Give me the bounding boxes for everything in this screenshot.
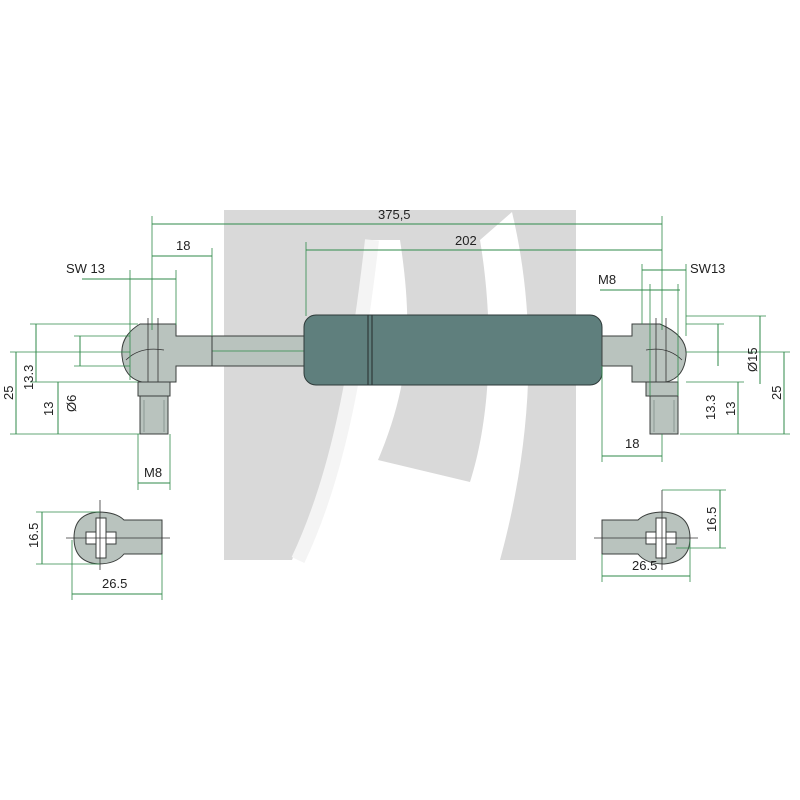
left-thread-label: M8 [144,465,162,480]
overall-length-label: 375,5 [378,207,411,222]
dimension-lines [10,216,790,600]
left-height-13-label: 13 [41,402,56,416]
left-top-view-width-label: 26.5 [102,576,127,591]
right-top-view-height-label: 16.5 [704,507,719,532]
left-wrench-size-label: SW 13 [66,261,105,276]
right-height-13-3-label: 13.3 [703,395,718,420]
right-thread-label: M8 [598,272,616,287]
right-ball-offset-label: 18 [625,436,639,451]
right-diameter-label: Ø15 [745,347,760,372]
left-height-13-3-label: 13.3 [21,365,36,390]
cylinder-body [303,314,603,386]
left-bore-label: Ø6 [64,395,79,412]
cylinder-length-label: 202 [455,233,477,248]
right-top-view [594,490,698,570]
left-top-view [66,500,170,570]
left-ball-offset-label: 18 [176,238,190,253]
right-height-13-label: 13 [723,402,738,416]
left-height-25-label: 25 [1,386,16,400]
dimension-labels: 375,5 202 18 SW 13 M8 SW13 M8 18 25 13.3… [1,207,784,591]
right-end-fitting [601,318,687,435]
right-wrench-size-label: SW13 [690,261,725,276]
right-height-25-label: 25 [769,386,784,400]
left-top-view-height-label: 16.5 [26,523,41,548]
left-end-fitting [121,318,213,435]
right-top-view-width-label: 26.5 [632,558,657,573]
